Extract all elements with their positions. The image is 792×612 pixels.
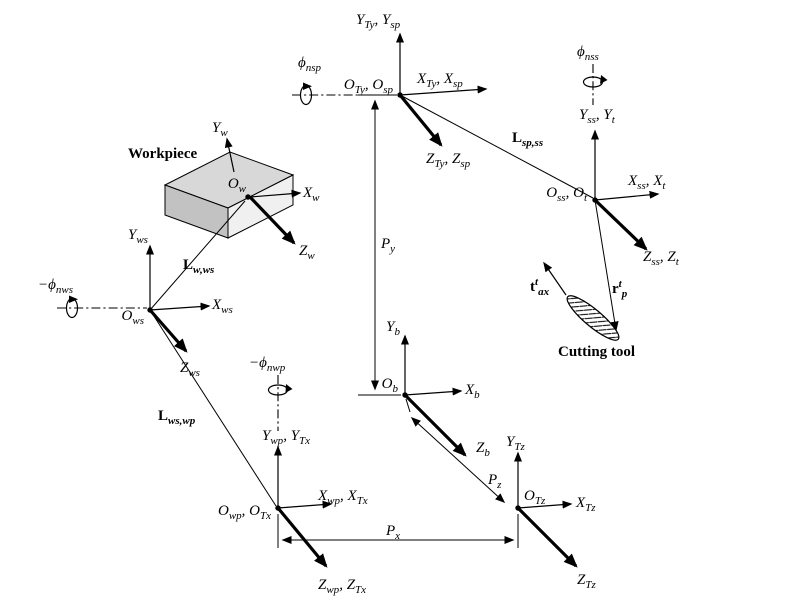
ss-x-axis-label: Xss, Xt <box>627 173 666 192</box>
w-origin-dot <box>245 194 251 200</box>
tool-point-vector-line <box>594 199 619 332</box>
workpiece-label: Workpiece <box>128 146 197 162</box>
kinematic-links: Lsp,ss Lw,ws Lws,wp <box>149 94 594 507</box>
sp-origin-dot <box>397 92 403 98</box>
link-line-ws-wp <box>149 309 277 507</box>
sp-rotation-arrowhead-icon <box>303 82 312 90</box>
sp-z-axis-label: ZTy, Zsp <box>426 151 471 170</box>
pz-dimension-label: Pz <box>487 472 502 491</box>
tz-origin-label: OTz <box>524 488 546 507</box>
sp-rotation-label: ϕnsp <box>298 55 322 74</box>
pz-dimension-line <box>410 416 506 504</box>
ss-rotation-label: ϕnss <box>577 44 599 63</box>
frame-tz: YTz XTz ZTz OTz <box>506 434 596 591</box>
wp-z-axis-label: Zwp, ZTx <box>318 577 366 596</box>
ss-z-axis <box>593 198 648 251</box>
link-line-w-ws <box>149 200 246 311</box>
frame-sp: ϕnsp YTy, Ysp XTy, Xsp ZTy, Zsp OTy, Osp <box>292 12 488 170</box>
cutting-tool-label: Cutting tool <box>558 344 635 360</box>
ss-x-axis <box>594 190 660 201</box>
ws-rotation-label: −ϕnws <box>38 277 73 296</box>
wp-x-axis <box>277 500 333 509</box>
w-origin-label: Ow <box>228 176 247 195</box>
tz-y-axis-label: YTz <box>506 434 525 453</box>
ws-y-axis-label: Yws <box>128 227 148 246</box>
w-x-axis-label: Xw <box>302 185 320 204</box>
frame-ss: ϕnss Yss, Yt Xss, Xt Zss, Zt Oss, Ot <box>546 44 680 268</box>
wp-rotation-label: −ϕnwp <box>249 355 286 374</box>
wp-origin-label: Owp, OTx <box>218 503 271 522</box>
cutting-tool: rtp ttax Cutting tool <box>530 199 635 360</box>
w-z-axis-label: Zw <box>299 243 315 262</box>
ss-origin-label: Oss, Ot <box>546 185 588 204</box>
link-label-w-ws: Lw,ws <box>183 257 214 276</box>
tool-axis-vector-label: ttax <box>530 276 550 298</box>
b-origin-dot <box>402 392 408 398</box>
b-x-axis <box>404 387 463 396</box>
wp-z-axis <box>276 506 328 568</box>
wp-x-axis-label: Xwp, XTx <box>317 488 368 507</box>
w-y-axis-label: Yw <box>212 120 228 139</box>
wp-y-axis-label: Ywp, YTx <box>262 428 310 447</box>
dimension-px: Px <box>277 514 519 548</box>
link-label-ws-wp: Lws,wp <box>158 408 196 427</box>
dimension-pz: Pz <box>405 398 506 504</box>
sp-x-axis-label: XTy, Xsp <box>416 71 463 90</box>
b-z-axis-label: Zb <box>476 440 490 459</box>
b-y-axis-label: Yb <box>386 319 400 338</box>
b-x-axis-label: Xb <box>464 382 480 401</box>
pz-extension-tick <box>405 398 411 413</box>
sp-origin-label: OTy, Osp <box>344 77 394 96</box>
ws-rotation-arrowhead-icon <box>69 295 78 303</box>
ws-z-axis <box>148 308 188 353</box>
sp-y-axis-label: YTy, Ysp <box>356 12 401 31</box>
w-z-axis <box>248 195 296 245</box>
wp-origin-dot <box>275 505 281 511</box>
ss-y-axis-label: Yss, Yt <box>579 107 616 126</box>
py-dimension-label: Py <box>380 236 395 255</box>
ws-origin-label: Ows <box>122 308 144 327</box>
ws-origin-dot <box>147 307 153 313</box>
ss-rotation-arrowhead-icon <box>600 75 608 84</box>
cutting-tool-body <box>566 295 620 341</box>
frame-b: Yb Xb Zb Ob <box>382 319 491 459</box>
ws-x-axis-label: Xws <box>211 297 233 316</box>
w-x-axis <box>249 189 302 198</box>
tool-axis-vector-line <box>543 261 567 296</box>
frame-ws: −ϕnws Yws Xws Zws Ows <box>38 227 233 379</box>
w-y-axis <box>224 137 235 173</box>
link-line-sp-ss <box>399 94 594 199</box>
link-label-sp-ss: Lsp,ss <box>512 130 543 149</box>
ws-x-axis <box>149 302 211 311</box>
tz-z-axis-label: ZTz <box>577 572 596 591</box>
tz-origin-dot <box>515 505 521 511</box>
b-origin-label: Ob <box>382 376 399 395</box>
tz-x-axis <box>517 500 573 509</box>
tool-point-vector-label: rtp <box>612 278 628 300</box>
tz-z-axis <box>516 506 578 568</box>
wp-rotation-arrowhead-icon <box>285 384 293 393</box>
tz-x-axis-label: XTz <box>575 495 596 514</box>
ss-z-axis-label: Zss, Zt <box>643 249 680 268</box>
b-z-axis <box>403 393 467 457</box>
ws-z-axis-label: Zws <box>180 360 200 379</box>
px-dimension-label: Px <box>385 523 400 542</box>
frame-wp: −ϕnwp Ywp, YTx Xwp, XTx Zwp, ZTx Owp, OT… <box>218 355 368 596</box>
sp-x-axis <box>399 85 488 96</box>
frame-w: Yw Xw Zw Ow <box>212 120 320 262</box>
sp-z-axis <box>398 93 443 147</box>
